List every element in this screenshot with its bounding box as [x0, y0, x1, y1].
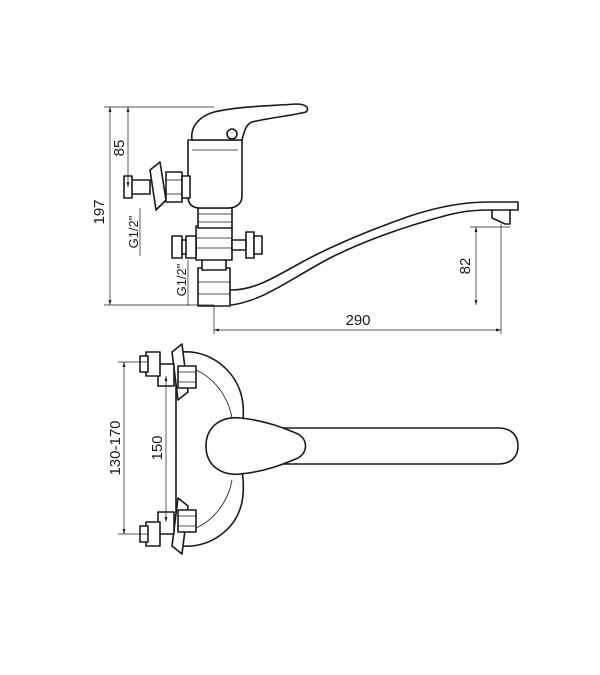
inlet-top-upper: [139, 343, 197, 401]
thread-label-upper: G1/2": [126, 215, 141, 248]
inlet-top-lower: [139, 497, 197, 555]
top-view: 130-170 150: [107, 343, 519, 555]
side-view: 197 85 G1/2" G1/2" 82 290: [91, 103, 519, 334]
dim-290-label: 290: [345, 312, 370, 329]
dim-150-label: 150: [149, 435, 166, 460]
dim-130-170-label: 130-170: [107, 420, 124, 475]
dim-85-label: 85: [111, 140, 128, 157]
lever-handle-top: [205, 417, 307, 475]
spout-side: [213, 201, 519, 306]
thread-label-lower: G1/2": [174, 263, 189, 296]
dim-197-label: 197: [91, 199, 108, 224]
mixer-body: [187, 139, 243, 209]
dim-82-label: 82: [457, 258, 474, 275]
wall-flange-upper: [149, 161, 167, 211]
lever-handle-side: [190, 103, 309, 141]
